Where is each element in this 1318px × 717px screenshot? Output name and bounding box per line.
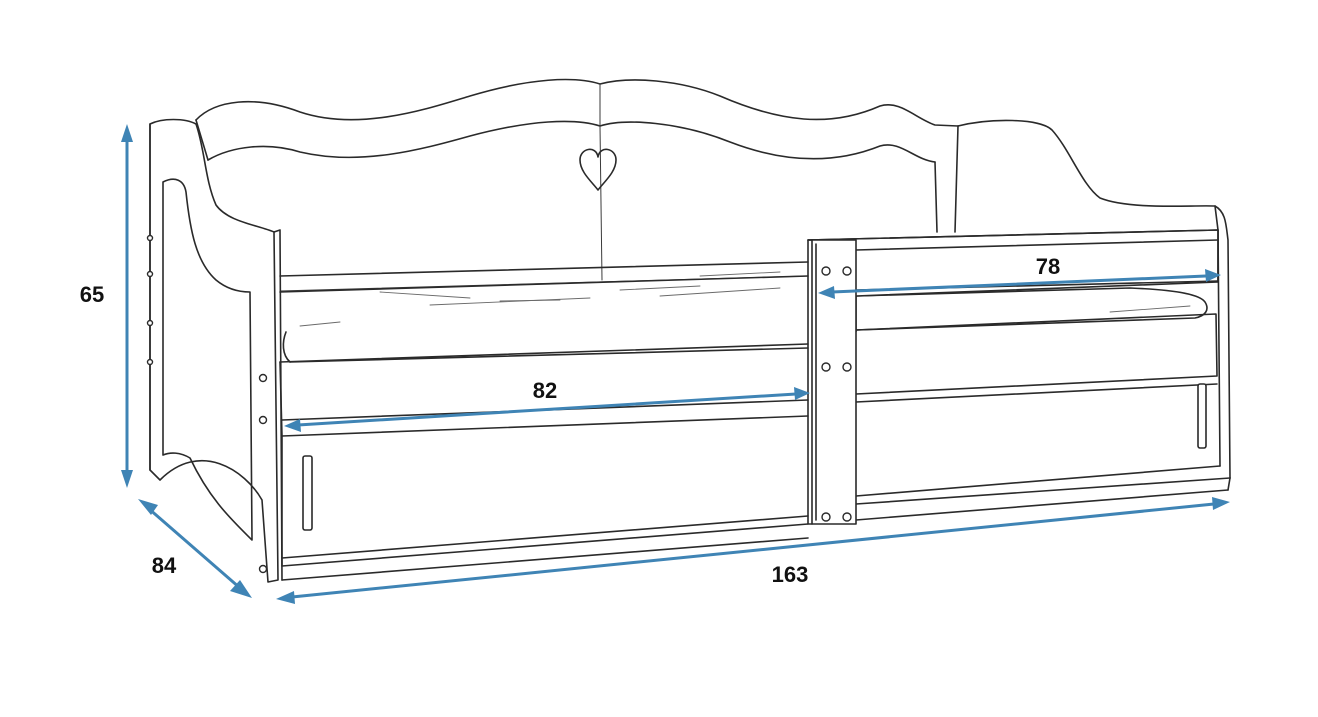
- lower-opening-dimension: 82: [284, 378, 810, 432]
- depth-label: 84: [152, 553, 177, 578]
- height-label: 65: [80, 282, 104, 307]
- front-rail: [279, 313, 1218, 437]
- guard-rail: [807, 229, 1219, 525]
- drawer: [281, 383, 1231, 581]
- drawer-handle-left: [302, 455, 313, 531]
- left-side-panel: [146, 118, 283, 583]
- depth-dimension: 84: [138, 499, 252, 598]
- upper-opening-label: 78: [1036, 254, 1060, 279]
- length-label: 163: [772, 562, 809, 587]
- lower-opening-label: 82: [533, 378, 557, 403]
- height-dimension: 65: [80, 124, 133, 488]
- length-dimension: 163: [276, 497, 1230, 604]
- upper-opening-dimension: 78: [818, 254, 1221, 299]
- heart-cutout: [579, 148, 617, 191]
- drawer-handle-right: [1197, 383, 1207, 449]
- right-side-panel: [957, 119, 1231, 491]
- mattress: [279, 271, 1208, 363]
